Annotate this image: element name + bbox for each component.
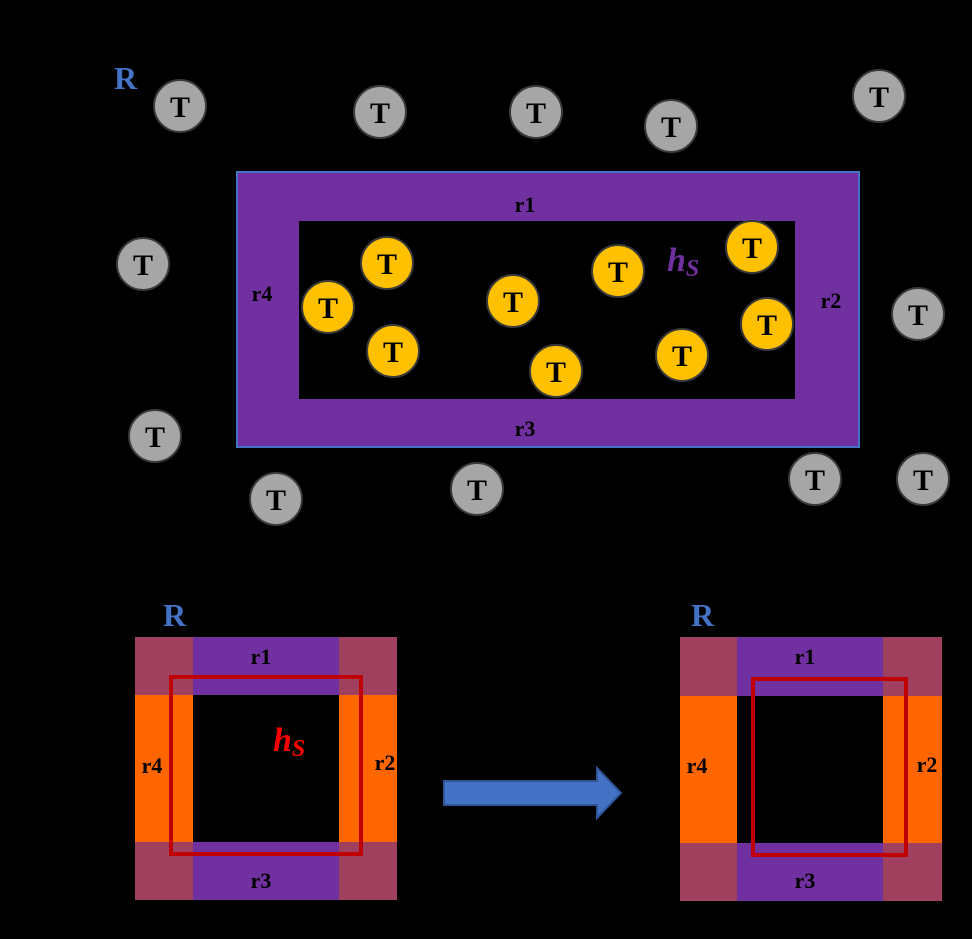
label-r3-left: r3 (251, 868, 272, 893)
inside-token-label-5: T (608, 256, 628, 289)
label-R-top: R (114, 60, 138, 96)
inside-token-4 (486, 274, 540, 328)
hs-box-left (169, 675, 363, 856)
region-r1-right (737, 637, 883, 696)
region-r2-left (339, 695, 397, 842)
label-r3-right: r3 (795, 868, 816, 893)
region-r1-left (193, 637, 339, 695)
outside-token-10 (450, 462, 504, 516)
label-R-right: R (691, 597, 715, 633)
outside-token-label-3: T (526, 97, 546, 130)
region-r3-right (737, 843, 883, 901)
label-r4-top: r4 (252, 281, 273, 306)
outside-token-12 (896, 452, 950, 506)
inside-token-label-8: T (546, 356, 566, 389)
label-r1-top: r1 (515, 192, 536, 217)
corner-tr-right (883, 637, 942, 696)
label-hs-left: hS (273, 722, 305, 762)
outside-token-label-5: T (869, 81, 889, 114)
inside-token-label-9: T (672, 340, 692, 373)
outside-token-6 (116, 237, 170, 291)
label-R-left: R (163, 597, 187, 633)
label-r2-right: r2 (917, 752, 938, 777)
right-arrow-icon (443, 765, 623, 821)
inside-token-7 (740, 297, 794, 351)
outside-token-label-6: T (133, 249, 153, 282)
outside-token-label-10: T (467, 474, 487, 507)
label-r4-left: r4 (142, 753, 163, 778)
inside-token-1 (360, 236, 414, 290)
inside-token-label-3: T (383, 336, 403, 369)
corner-tr-left (339, 637, 397, 695)
region-r3-left (193, 842, 339, 900)
region-r4-right (680, 696, 737, 843)
label-r1-right: r1 (795, 644, 816, 669)
outside-token-label-8: T (145, 421, 165, 454)
bottom-right-diagram: R r1 r2 r3 r4 (680, 597, 942, 901)
outside-token-4 (644, 99, 698, 153)
outside-token-3 (509, 85, 563, 139)
inside-token-3 (366, 324, 420, 378)
tokens-inside: T T T T T T T T T (301, 220, 794, 398)
inside-token-label-4: T (503, 286, 523, 319)
top-diagram: R r1 r2 r3 r4 hS T T T T T T T T T T T T T T T T T T T T T (114, 60, 950, 526)
inside-token-label-7: T (757, 309, 777, 342)
corner-tl-right (680, 637, 737, 696)
outside-token-label-2: T (370, 97, 390, 130)
inside-token-8 (529, 344, 583, 398)
outside-token-label-7: T (908, 299, 928, 332)
outside-token-label-9: T (266, 484, 286, 517)
label-r3-top: r3 (515, 416, 536, 441)
outside-token-label-1: T (170, 91, 190, 124)
outside-token-5 (852, 69, 906, 123)
inside-token-label-1: T (377, 248, 397, 281)
outside-token-8 (128, 409, 182, 463)
outside-token-1 (153, 79, 207, 133)
corner-br-right (883, 843, 942, 901)
outside-token-label-11: T (805, 464, 825, 497)
inside-token-2 (301, 280, 355, 334)
outside-token-label-4: T (661, 111, 681, 144)
label-r1-left: r1 (251, 644, 272, 669)
label-r2-left: r2 (375, 750, 396, 775)
corner-tl-left (135, 637, 193, 695)
outside-token-2 (353, 85, 407, 139)
tokens-outside: T T T T T T T T T T T T (116, 69, 950, 526)
outside-token-label-12: T (913, 464, 933, 497)
label-r2-top: r2 (821, 288, 842, 313)
corner-bl-right (680, 843, 737, 901)
inside-token-6 (725, 220, 779, 274)
outside-token-9 (249, 472, 303, 526)
outside-token-7 (891, 287, 945, 341)
corner-bl-left (135, 842, 193, 900)
inside-token-9 (655, 328, 709, 382)
bottom-left-diagram: R r1 r2 r3 r4 hS (135, 597, 397, 900)
outside-token-11 (788, 452, 842, 506)
inside-token-label-6: T (742, 232, 762, 265)
region-r2-right (883, 696, 942, 843)
inside-token-label-2: T (318, 292, 338, 325)
inside-token-5 (591, 244, 645, 298)
label-r4-right: r4 (687, 753, 708, 778)
label-hs-top: hS (667, 242, 699, 282)
hs-box-right (751, 677, 908, 857)
region-r4-left (135, 695, 193, 842)
corner-br-left (339, 842, 397, 900)
